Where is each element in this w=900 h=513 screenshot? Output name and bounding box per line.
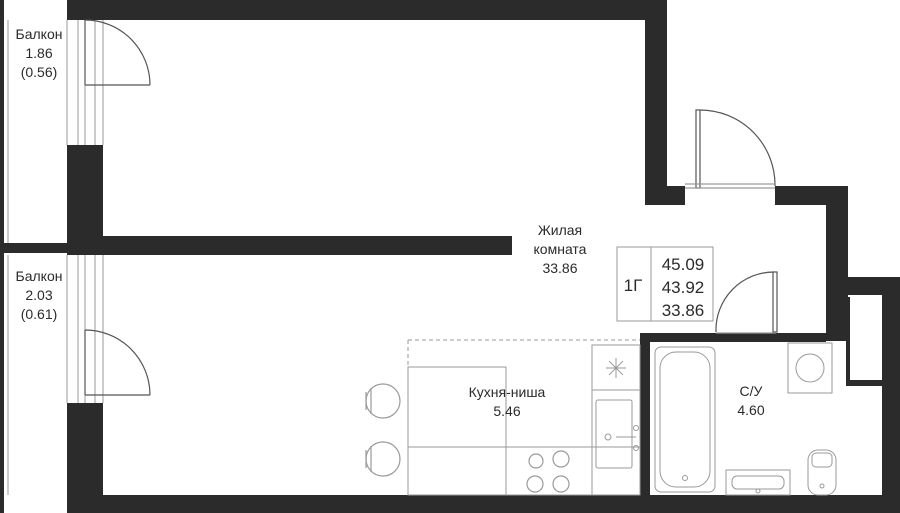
- wall-bath-top: [640, 333, 826, 342]
- living-room-area: 33.86: [542, 260, 578, 276]
- balcony-top-area: 1.86: [25, 45, 53, 61]
- bath-sink-icon: [725, 469, 791, 496]
- apartment-badge-frame: [616, 246, 714, 322]
- living-room-name-2: комната: [533, 241, 587, 257]
- door-swing-icon: [84, 19, 778, 396]
- wall-niche-bottom: [846, 380, 882, 386]
- wall-top: [67, 0, 667, 20]
- balcony-bottom-area: 2.03: [25, 287, 53, 303]
- balcony-bottom-label: Балкон 2.03 (0.61): [10, 267, 68, 324]
- balcony-top-name: Балкон: [15, 26, 63, 42]
- apartment-type: 1Г: [623, 276, 643, 295]
- bathtub-icon: [654, 346, 716, 493]
- balcony-bottom-name: Балкон: [15, 268, 63, 284]
- living-room-name-1: Жилая: [537, 222, 583, 238]
- living-total-area: 43.92: [661, 278, 705, 297]
- kitchen-furniture: [407, 339, 641, 496]
- kitchen-area: 5.46: [493, 403, 521, 419]
- toilet-icon: [807, 449, 837, 496]
- wall-step-top: [645, 186, 685, 205]
- wall-right-upper: [645, 0, 667, 205]
- wall-left-low: [67, 403, 103, 513]
- balcony-top-area-coef: (0.56): [20, 64, 58, 80]
- bathroom-area: 4.60: [737, 402, 765, 418]
- wall-balcony-sep: [0, 243, 67, 253]
- wall-niche-side: [846, 297, 850, 386]
- chair-icon: [365, 383, 401, 477]
- stove-icon: [526, 450, 570, 493]
- kitchen-name: Кухня-ниша: [468, 384, 546, 400]
- wall-partition: [67, 236, 512, 255]
- total-area: 45.09: [661, 255, 705, 274]
- living-room-label: Жилая комната 33.86: [515, 221, 605, 278]
- balcony-top-label: Балкон 1.86 (0.56): [10, 25, 68, 82]
- wall-right-outer: [826, 277, 900, 295]
- wall-left-mid: [67, 145, 103, 245]
- wall-right-edge: [882, 277, 900, 513]
- living-area: 33.86: [661, 301, 705, 320]
- hood-icon: [606, 358, 626, 378]
- sink-icon: [595, 399, 639, 469]
- kitchen-label: Кухня-ниша 5.46: [455, 383, 559, 421]
- bathroom-name: С/У: [739, 383, 763, 399]
- balcony-bottom-area-coef: (0.61): [20, 306, 58, 322]
- balcony-glazing: [7, 20, 104, 495]
- bathroom-label: С/У 4.60: [725, 382, 777, 420]
- wall-bottom: [67, 495, 900, 513]
- wall-right-mid: [826, 186, 848, 341]
- wall-balcony-edge-left: [0, 0, 4, 513]
- washing-machine-icon: [787, 342, 833, 394]
- apartment-areas: 45.09 43.92 33.86: [654, 253, 712, 322]
- wall-bath-left: [640, 333, 650, 495]
